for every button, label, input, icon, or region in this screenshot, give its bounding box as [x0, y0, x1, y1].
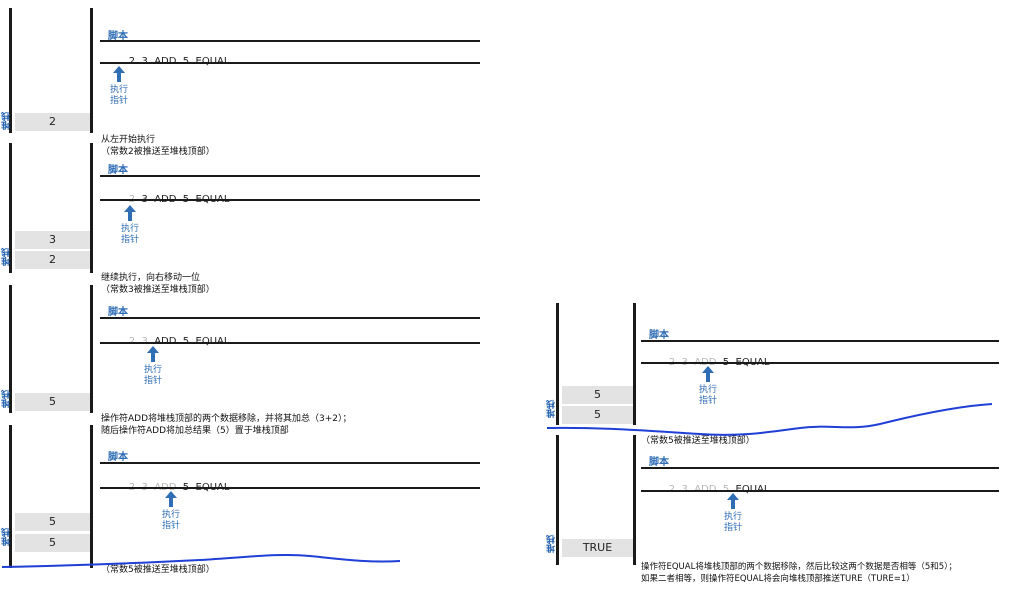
- stack-wall: [9, 8, 12, 133]
- step-description: 从左开始执行（常数2被推送至堆栈顶部）: [101, 135, 215, 157]
- token: ADD: [694, 484, 716, 495]
- stack-wall: [9, 143, 12, 273]
- script-rule-top: [641, 467, 999, 469]
- script-rule-top: [100, 317, 480, 319]
- script-title: 脚本: [649, 330, 669, 341]
- script-rule-top: [100, 175, 480, 177]
- step-description: 操作符EQUAL将堆栈顶部的两个数据移除，然后比较这两个数据是否相等（5和5）；…: [641, 562, 957, 584]
- stack-wall: [633, 435, 636, 565]
- stack-cell: TRUE: [562, 539, 633, 557]
- script-title: 脚本: [649, 457, 669, 468]
- script-rule-bottom: [100, 199, 480, 201]
- stack-cell: 5: [15, 393, 90, 411]
- script-rule-bottom: [100, 62, 480, 64]
- script-tokens: 2 3 ADD 5 EQUAL: [656, 473, 770, 506]
- execution-pointer-label: 执行指针: [723, 512, 742, 533]
- token: 3: [141, 56, 147, 67]
- execution-pointer-label: 执行指针: [698, 385, 717, 406]
- token: 5: [723, 484, 729, 495]
- token: ADD: [154, 56, 176, 67]
- script-rule-top: [641, 340, 999, 342]
- stack-wall: [9, 425, 12, 568]
- stack-label: 堆栈: [2, 390, 12, 408]
- script-rule-bottom: [100, 342, 480, 344]
- step-description: 操作符ADD将堆栈顶部的两个数据移除，并将其加总（3+2）；随后操作符ADD将加…: [101, 414, 352, 436]
- stack-wall: [90, 285, 93, 413]
- stack-wall: [90, 143, 93, 273]
- execution-pointer-label: 执行指针: [109, 85, 128, 106]
- token: 2: [129, 56, 135, 67]
- arrow-up-icon: [165, 491, 177, 507]
- script-title: 脚本: [108, 452, 128, 463]
- stack-cell: 2: [15, 113, 90, 131]
- token: 3: [681, 484, 687, 495]
- stack-wall: [90, 425, 93, 568]
- stack-cell: 5: [562, 386, 633, 404]
- arrow-up-icon: [113, 66, 125, 82]
- token: 5: [183, 336, 189, 347]
- arrow-up-icon: [727, 493, 739, 509]
- arrow-up-icon: [124, 205, 136, 221]
- execution-pointer-label: 执行指针: [161, 510, 180, 531]
- token: 2: [669, 484, 675, 495]
- script-tokens: 2 3 ADD 5 EQUAL: [116, 45, 230, 78]
- stack-cell: 3: [15, 231, 90, 249]
- stack-cell: 5: [15, 534, 90, 552]
- token: EQUAL: [196, 336, 230, 347]
- token: 5: [183, 56, 189, 67]
- stack-label: 堆栈: [2, 528, 12, 546]
- stack-cell: 5: [562, 406, 633, 424]
- stack-wall: [90, 8, 93, 133]
- stack-wall: [556, 303, 559, 425]
- step-description: （常数5被推送至堆栈顶部）: [101, 565, 215, 575]
- stack-cell: 2: [15, 251, 90, 269]
- execution-pointer-label: 执行指针: [120, 224, 139, 245]
- stack-label: 堆栈: [2, 248, 12, 266]
- arrow-up-icon: [702, 366, 714, 382]
- stack-cell: 5: [15, 513, 90, 531]
- script-title: 脚本: [108, 31, 128, 42]
- script-title: 脚本: [108, 165, 128, 176]
- stack-label: 堆栈: [547, 535, 557, 553]
- execution-pointer-label: 执行指针: [143, 365, 162, 386]
- stack-label: 堆栈: [2, 112, 12, 130]
- script-tokens: 2 3 ADD 5 EQUAL: [116, 325, 230, 358]
- script-rule-top: [100, 40, 480, 42]
- token: 2: [129, 336, 135, 347]
- token: EQUAL: [736, 484, 770, 495]
- token: 3: [141, 336, 147, 347]
- script-title: 脚本: [108, 307, 128, 318]
- script-rule-bottom: [100, 487, 480, 489]
- arrow-up-icon: [147, 346, 159, 362]
- token: ADD: [154, 336, 176, 347]
- step-description: （常数5被推送至堆栈顶部）: [641, 436, 755, 446]
- stack-wall: [9, 285, 12, 413]
- step-description: 继续执行，向右移动一位（常数3被推送至堆栈顶部）: [101, 273, 215, 295]
- script-rule-bottom: [641, 490, 999, 492]
- stack-wall: [633, 303, 636, 425]
- script-rule-top: [100, 462, 480, 464]
- script-rule-bottom: [641, 362, 999, 364]
- token: EQUAL: [196, 56, 230, 67]
- stack-wall: [556, 435, 559, 565]
- stack-label: 堆栈: [547, 400, 557, 418]
